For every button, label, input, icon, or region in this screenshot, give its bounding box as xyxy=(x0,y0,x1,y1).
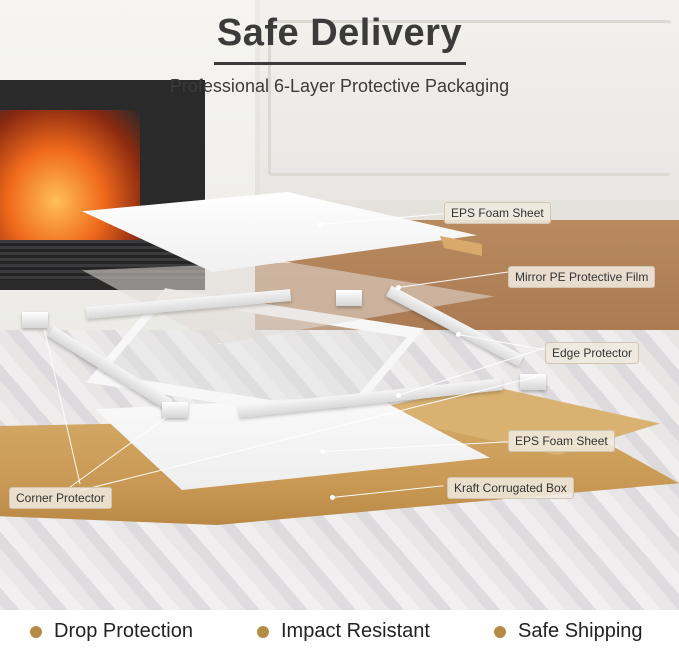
corner-protector-piece xyxy=(162,402,188,418)
wall-panel xyxy=(260,0,679,200)
feature-label: Safe Shipping xyxy=(518,620,643,642)
callout-dot xyxy=(396,285,401,290)
corner-protector-piece xyxy=(22,312,48,328)
callout-dot xyxy=(318,222,323,227)
wall-molding xyxy=(268,20,671,176)
label-edge-protector: Edge Protector xyxy=(545,342,640,364)
label-eps-foam-top: EPS Foam Sheet xyxy=(444,202,551,224)
label-pe-film: Mirror PE Protective Film xyxy=(508,266,656,288)
label-kraft-box: Kraft Corrugated Box xyxy=(447,477,574,499)
corner-protector-piece xyxy=(336,290,362,306)
title-underline xyxy=(214,62,466,65)
page-title: Safe Delivery xyxy=(216,12,463,54)
label-eps-foam-bottom: EPS Foam Sheet xyxy=(508,430,615,452)
feature-label: Drop Protection xyxy=(54,620,193,642)
feature-label: Impact Resistant xyxy=(281,620,430,642)
page-subtitle: Professional 6-Layer Protective Packagin… xyxy=(169,76,510,96)
feature-item: Drop Protection xyxy=(30,620,193,643)
bullet-dot-icon xyxy=(494,625,506,638)
feature-item: Safe Shipping xyxy=(494,620,643,643)
feature-item: Impact Resistant xyxy=(257,620,430,643)
callout-dot xyxy=(456,332,461,337)
bullet-dot-icon xyxy=(30,625,42,638)
label-corner-protector: Corner Protector xyxy=(9,487,112,509)
bullet-dot-icon xyxy=(257,625,269,638)
callout-dot xyxy=(330,495,335,500)
callout-dot xyxy=(320,449,325,454)
callout-dot xyxy=(396,393,401,398)
product-scene: EPS Foam Sheet Mirror PE Protective Film… xyxy=(0,0,679,610)
feature-bar: Drop Protection Impact Resistant Safe Sh… xyxy=(0,610,679,655)
